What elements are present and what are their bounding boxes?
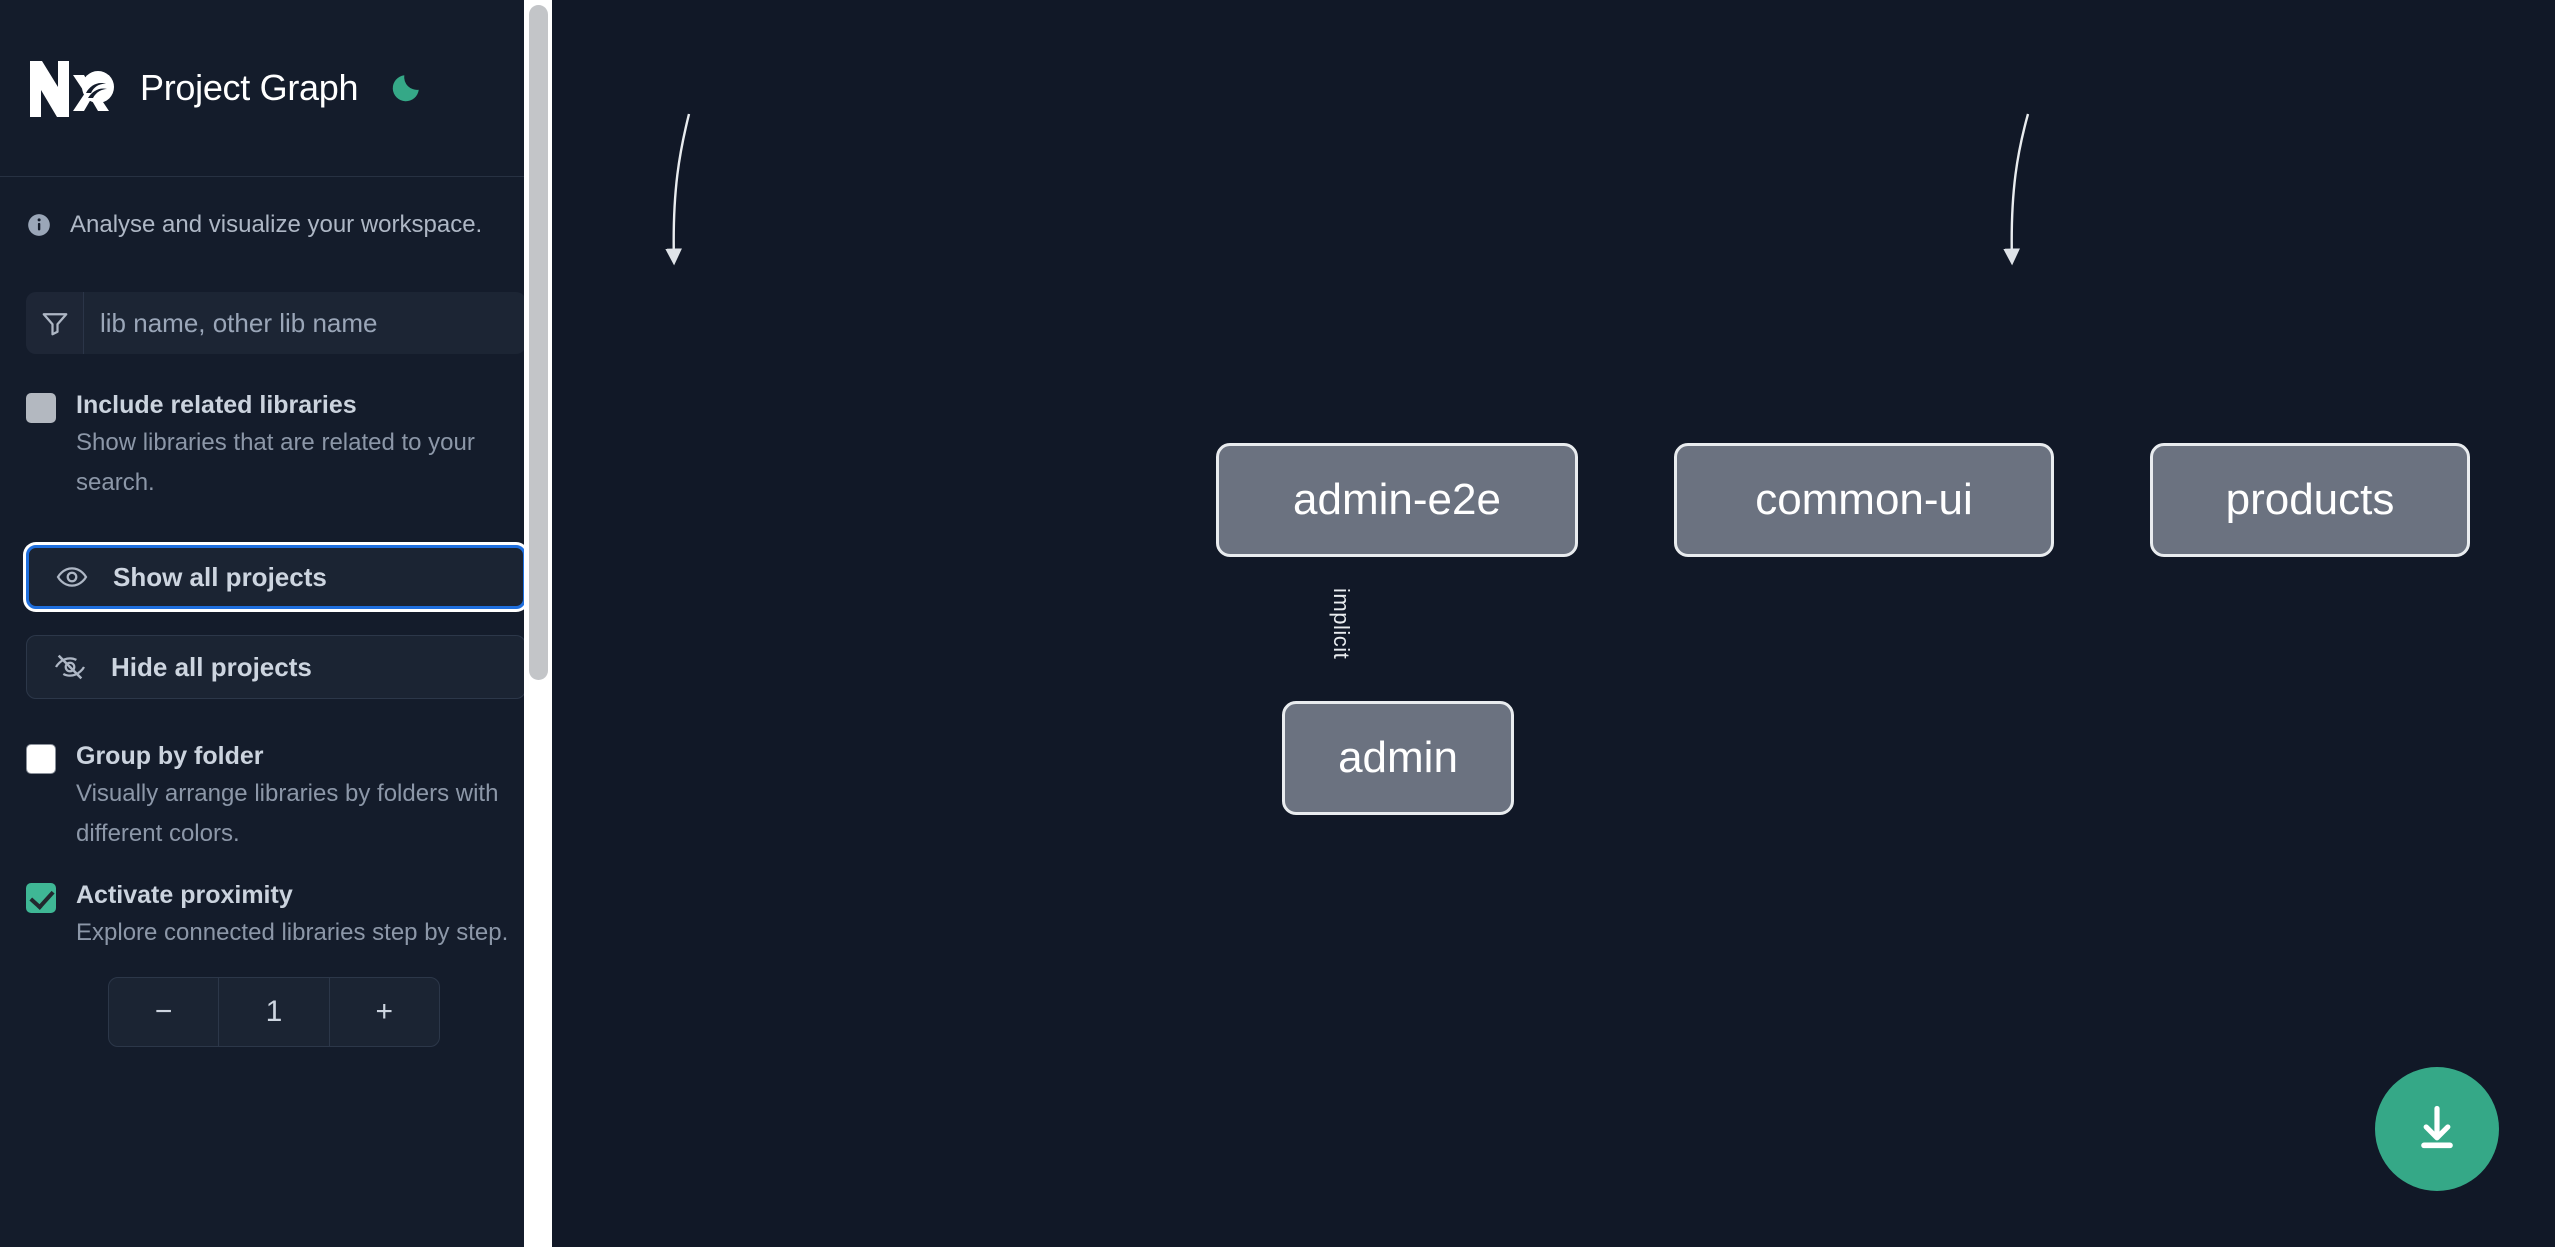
option-group-by-folder: Group by folder Visually arrange librari…: [0, 741, 552, 854]
download-icon: [2411, 1102, 2463, 1157]
show-all-projects-button[interactable]: Show all projects: [26, 545, 526, 609]
graph-canvas[interactable]: implicit implicit admin-e2e common-ui pr…: [552, 0, 2555, 1247]
activate-proximity-description: Explore connected libraries step by step…: [76, 919, 509, 946]
group-by-folder-description: Visually arrange libraries by folders wi…: [76, 780, 499, 847]
include-related-libraries-description: Show libraries that are related to your …: [76, 429, 475, 496]
option-activate-proximity: Activate proximity Explore connected lib…: [0, 880, 552, 953]
group-by-folder-label: Group by folder: [76, 742, 264, 770]
search-bar: [26, 292, 526, 354]
show-all-projects-label: Show all projects: [113, 561, 327, 592]
option-include-related-libraries: Include related libraries Show libraries…: [0, 390, 552, 503]
workspace-info-text: Analyse and visualize your workspace.: [70, 211, 483, 238]
eye-icon: [55, 560, 89, 594]
workspace-info: Analyse and visualize your workspace.: [0, 208, 552, 242]
graph-edges: [665, 113, 2030, 266]
sidebar-header: Project Graph: [0, 0, 552, 177]
edge-label-admin-e2e--admin: implicit: [1329, 588, 1354, 660]
group-by-folder-checkbox[interactable]: [26, 744, 56, 774]
graph-node-products[interactable]: products: [2150, 443, 2470, 557]
sidebar: Project Graph Analyse and visualize your…: [0, 0, 552, 1247]
proximity-stepper: − 1 +: [108, 977, 440, 1047]
proximity-value: 1: [218, 978, 330, 1046]
eye-off-icon: [53, 650, 87, 684]
filter-icon[interactable]: [26, 292, 84, 354]
graph-node-common-ui[interactable]: common-ui: [1674, 443, 2054, 557]
info-icon: [26, 212, 52, 238]
search-input[interactable]: [84, 292, 526, 354]
include-related-libraries-checkbox[interactable]: [26, 393, 56, 423]
moon-icon[interactable]: [386, 68, 426, 108]
include-related-libraries-label: Include related libraries: [76, 391, 357, 419]
sidebar-scrollbar[interactable]: [524, 0, 552, 1247]
sidebar-scrollbar-thumb[interactable]: [529, 5, 548, 680]
proximity-decrement-button[interactable]: −: [154, 995, 173, 1028]
proximity-increment-button[interactable]: +: [375, 995, 394, 1028]
activate-proximity-checkbox[interactable]: [26, 883, 56, 913]
activate-proximity-label: Activate proximity: [76, 881, 293, 909]
download-button[interactable]: [2375, 1067, 2499, 1191]
page-title: Project Graph: [140, 67, 359, 108]
graph-node-admin[interactable]: admin: [1282, 701, 1514, 815]
hide-all-projects-button[interactable]: Hide all projects: [26, 635, 526, 699]
nx-logo: [28, 57, 116, 119]
graph-node-admin-e2e[interactable]: admin-e2e: [1216, 443, 1578, 557]
hide-all-projects-label: Hide all projects: [111, 651, 312, 682]
